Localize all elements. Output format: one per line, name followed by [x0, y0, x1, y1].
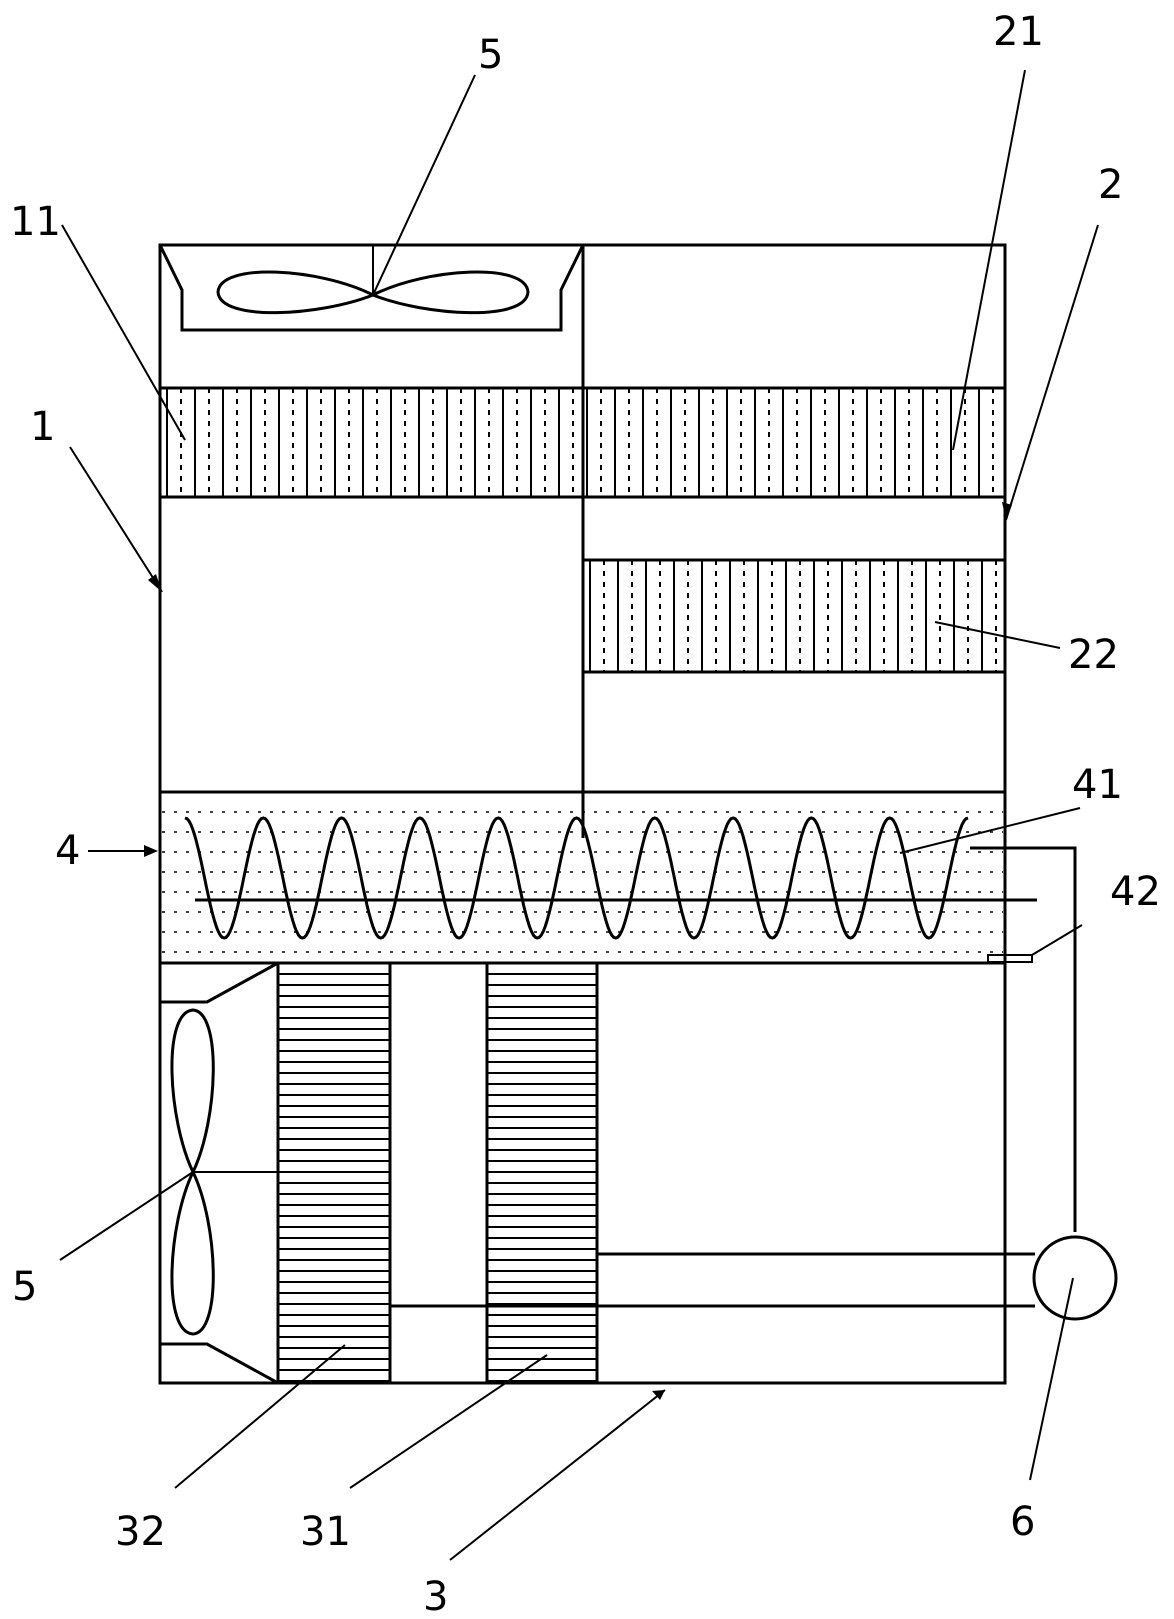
water-tank	[160, 790, 1005, 965]
side-fan-housing	[160, 961, 279, 1385]
label-22: 22	[1068, 632, 1119, 678]
label-11: 11	[10, 199, 61, 245]
top-filter-band	[160, 386, 1005, 499]
coil-pipe	[184, 816, 1037, 940]
filter-layer-22	[583, 558, 1005, 674]
pump-pipes	[390, 846, 1077, 1308]
arrow-heads	[144, 502, 1012, 1400]
label-1: 1	[30, 404, 55, 450]
label-2: 2	[1098, 162, 1123, 208]
heat-exchanger-31	[485, 961, 599, 1385]
label-41: 41	[1072, 762, 1123, 808]
label-5-top: 5	[478, 32, 503, 78]
label-32: 32	[115, 1509, 166, 1555]
label-3: 3	[423, 1574, 448, 1619]
label-4: 4	[55, 828, 80, 874]
heat-exchanger-32	[276, 961, 392, 1385]
pump	[1032, 1235, 1118, 1321]
label-5-bottom: 5	[12, 1264, 37, 1310]
drain-outlet	[987, 954, 1033, 963]
label-6: 6	[1010, 1499, 1035, 1545]
label-42: 42	[1110, 869, 1161, 915]
label-31: 31	[300, 1509, 351, 1555]
leader-lines	[59, 69, 1099, 1561]
top-fan	[216, 270, 530, 315]
label-21: 21	[993, 9, 1044, 55]
top-fan-housing	[158, 244, 585, 332]
